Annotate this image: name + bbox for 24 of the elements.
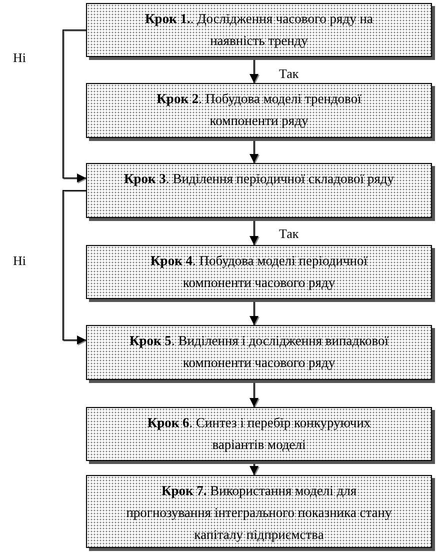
arrow [250, 138, 258, 163]
process-box [86, 3, 432, 57]
step-text: Крок 7. Використання моделі для прогнозування інтегрального показника стану капіталу підприємства [125, 482, 393, 544]
arrow [62, 190, 86, 344]
step-text: Крок 6. Синтез і перебір конкуруючих варіантів моделі [146, 414, 372, 454]
arrow [250, 218, 258, 245]
arrow [250, 461, 258, 475]
arrow [62, 29, 86, 182]
arrow [250, 299, 258, 325]
edge-label: Ні [12, 253, 27, 268]
step-text: Крок 5. Виділення і дослідження випадкової компоненти часового ряду [128, 332, 390, 372]
edge-label: Ні [12, 50, 27, 65]
process-box [86, 83, 432, 138]
process-box [86, 475, 432, 548]
step-text: Крок 2. Побудова моделі трендової компоненти ряду [156, 90, 362, 130]
arrow [250, 57, 258, 83]
process-box [86, 163, 432, 218]
step-text: Крок 4. Побудова моделі періодичної компоненти часового ряду [150, 252, 368, 292]
arrow [250, 380, 258, 407]
process-box [86, 407, 432, 461]
step-text: Крок 1.. Дослідження часового ряду на наявність тренду [144, 10, 374, 50]
step-text: Крок 3. Виділення періодичної складової ряду [122, 170, 395, 188]
process-box [86, 325, 432, 380]
process-box [86, 245, 432, 299]
